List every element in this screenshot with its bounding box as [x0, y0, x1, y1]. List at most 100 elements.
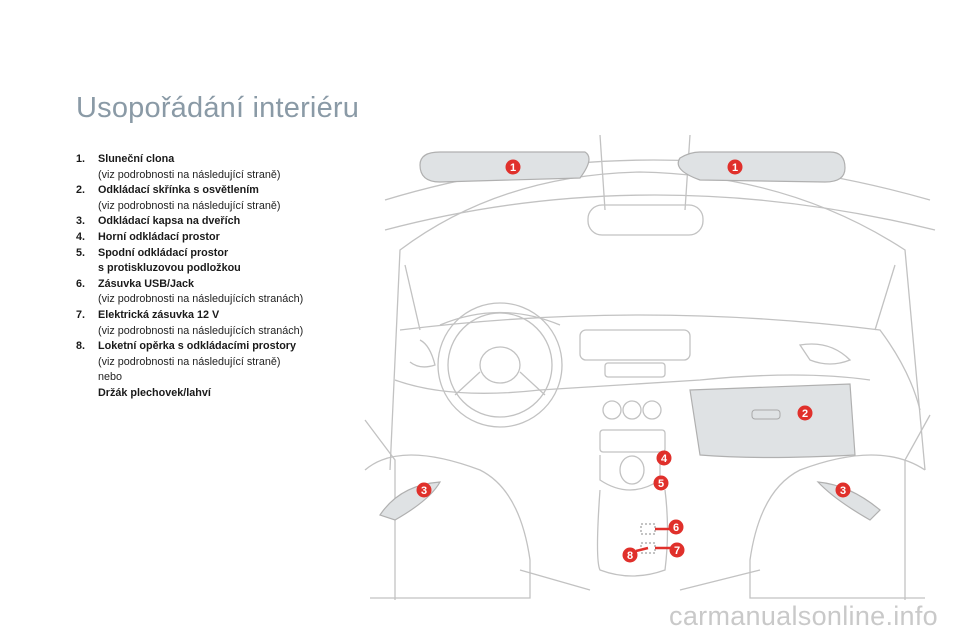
legend-item: 2. Odkládací skřínka s osvětlením (viz pod… [76, 183, 366, 214]
legend-number: 2. [76, 184, 86, 197]
legend-number: 1. [76, 153, 86, 165]
legend-note: (viz podrobnosti na následujících straná… [98, 324, 304, 337]
interior-diagram: 1 1 2 3 3 4 5 6 7 8 [364, 134, 936, 600]
callout-circle [505, 159, 521, 175]
legend-label: Loketní opěrka s odkládacími prostory [98, 340, 296, 353]
legend-item: 8. Loketní opěrka s odkládacími prostory(… [76, 339, 366, 401]
legend-item: 6.Zásuvka USB/Jack(viz podrobnosti na ná… [76, 277, 366, 308]
knob-center [622, 400, 642, 420]
seat-right [749, 454, 926, 599]
steering-wheel [437, 302, 563, 428]
display-screen [604, 362, 666, 378]
callout-circle [416, 482, 432, 498]
seat-edge-right [679, 569, 761, 591]
legend-label: Sluneční clona [98, 153, 175, 165]
callout-number: 7 [674, 545, 680, 557]
legend-body: Sluneční clona (viz podrobnosti na násled… [98, 152, 366, 183]
pillar-center-left [599, 134, 606, 211]
vent-right [798, 343, 852, 365]
legend-body: Odkládací kapsa na dveřích [98, 214, 366, 230]
seat-edge-left [519, 569, 591, 591]
page-title: Usopořádání interiéru [76, 92, 360, 124]
callout-number: 6 [673, 522, 679, 534]
steering-wheel-inner [447, 312, 553, 418]
callout-circle [727, 159, 743, 175]
radio-panel [599, 429, 666, 453]
a-pillar-left [404, 264, 421, 331]
glovebox-handle [751, 409, 781, 420]
callout-marker-6: 6 [668, 519, 684, 535]
usb-socket [640, 523, 656, 535]
vent-left [409, 339, 436, 368]
callout-circle [797, 405, 813, 421]
legend-label: Odkládací skřínka s osvětlením [98, 184, 259, 197]
legend-body: Loketní opěrka s odkládacími prostory(vi… [98, 339, 366, 401]
rear-mirror [587, 204, 704, 236]
sun-visor-right [677, 151, 846, 183]
steering-spokes [454, 371, 546, 396]
legend-item: 7.Elektrická zásuvka 12 V(viz podrobnost… [76, 308, 366, 339]
legend-body: Zásuvka USB/Jack (viz podrobnosti na násl… [98, 277, 366, 308]
legend-list: 1. Sluneční clona (viz podrobnosti na násl… [76, 152, 366, 402]
legend-item: 4.Horní odkládací prostor [76, 230, 366, 246]
callout-circle [653, 475, 669, 491]
callout-marker-1: 1 [505, 159, 521, 175]
a-pillar-right [874, 264, 896, 331]
legend-note: (viz podrobnosti na následujících straná… [98, 293, 304, 306]
dashboard-line [394, 374, 871, 394]
callout-number: 8 [627, 550, 633, 562]
callout-number: 4 [661, 453, 668, 465]
legend-item: 5. Spodní odkládací prostor s protiskluzov… [76, 246, 366, 277]
legend-number: 8. [76, 340, 86, 353]
legend-note: (viz podrobnosti na následující straně) [98, 168, 281, 181]
callout-marker-8: 8 [622, 547, 638, 563]
door-left [364, 419, 396, 600]
callout-circle [835, 482, 851, 498]
callout-number: 5 [658, 478, 664, 490]
windshield-upper [384, 194, 936, 231]
callout-circle [668, 519, 684, 535]
legend-note: (viz podrobnosti na následující straně) [98, 199, 281, 212]
callout-marker-3: 3 [835, 482, 851, 498]
callout-marker-2: 2 [797, 405, 813, 421]
legend-label: Spodní odkládací prostor [98, 246, 229, 259]
legend-body: Elektrická zásuvka 12 V (viz podrobnosti … [98, 308, 366, 339]
callout-circle [622, 547, 638, 563]
callout-number: 1 [732, 162, 738, 174]
legend-label: Držák plechovek/lahví [98, 386, 211, 399]
callout-number: 2 [802, 408, 808, 420]
callout-marker-3: 3 [416, 482, 432, 498]
door-right [904, 414, 931, 600]
legend-number: 5. [76, 246, 86, 259]
console-upper [599, 455, 661, 491]
callout-number: 3 [421, 485, 427, 497]
callout-circle [669, 542, 685, 558]
callout-marker-1: 1 [727, 159, 743, 175]
dashboard-top [399, 314, 921, 411]
legend-item: 3.Odkládací kapsa na dveřích [76, 214, 366, 230]
callout-marker-5: 5 [653, 475, 669, 491]
callout-circle [656, 450, 672, 466]
gear-knob [619, 455, 645, 485]
sun-visor-left [419, 151, 590, 183]
legend-body: Spodní odkládací prostor s protiskluzovou… [98, 246, 366, 277]
callout-number: 1 [510, 162, 516, 174]
legend-note: nebo [98, 371, 123, 384]
watermark: carmanualsonline.info [669, 601, 938, 631]
legend-label: Elektrická zásuvka 12 V [98, 308, 220, 321]
knob-right [642, 400, 662, 420]
armrest [596, 489, 669, 577]
windshield-frame [389, 171, 926, 471]
legend-number: 4. [76, 230, 86, 243]
leader-8 [635, 546, 649, 553]
legend-label: s protiskluzovou podložkou [98, 262, 241, 275]
callout-marker-7: 7 [669, 542, 685, 558]
glovebox [689, 383, 856, 459]
air-vents-center [579, 329, 691, 361]
legend-label: Odkládací kapsa na dveřích [98, 215, 241, 228]
knob-left [602, 400, 622, 420]
legend-body: Odkládací skřínka s osvětlením (viz podro… [98, 183, 366, 214]
callout-number: 3 [840, 485, 846, 497]
legend-label: Zásuvka USB/Jack [98, 277, 195, 290]
instrument-cluster [439, 311, 561, 326]
